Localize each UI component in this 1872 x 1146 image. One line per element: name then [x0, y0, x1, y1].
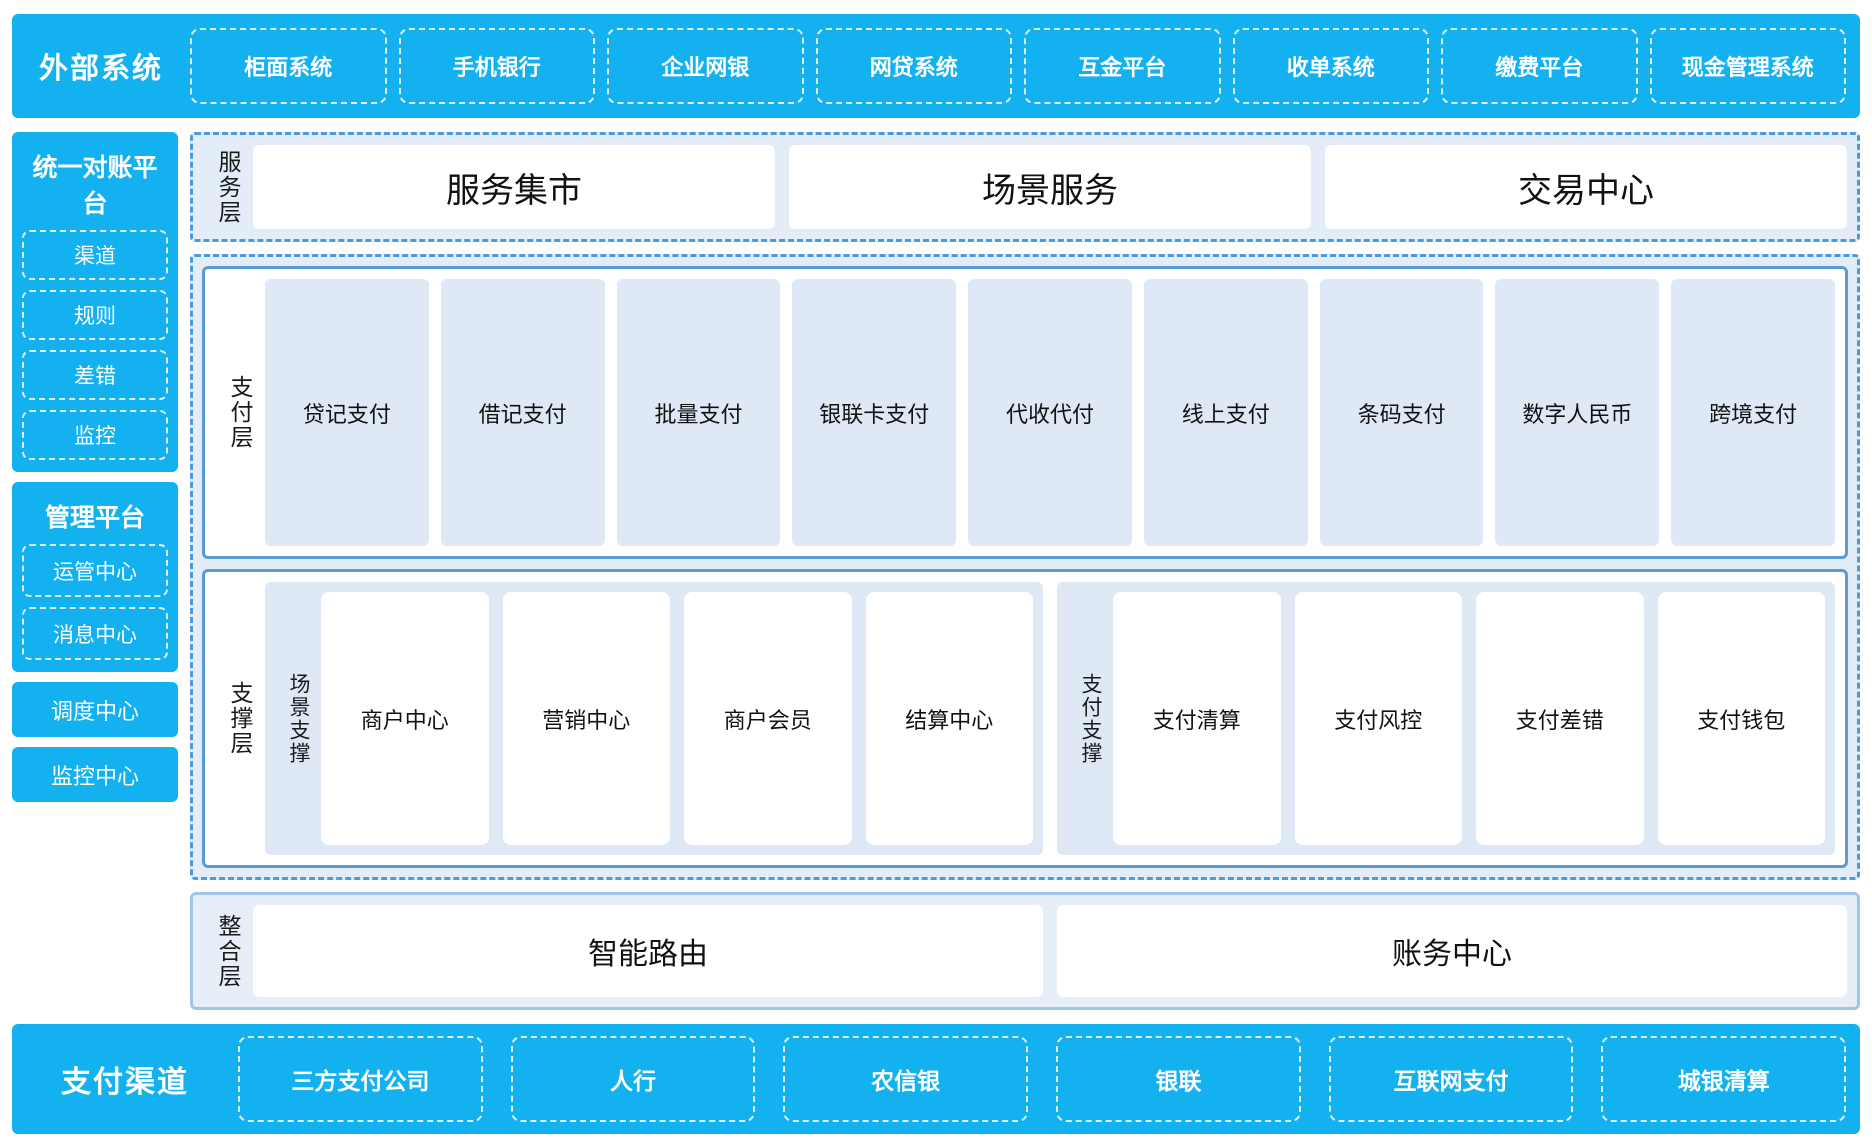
payment-channel-item[interactable]: 农信银 — [783, 1036, 1029, 1122]
left-sidebar: 统一对账平台 渠道 规则 差错 监控 管理平台 运管中心 消息中心 调度中心 监… — [12, 132, 178, 1010]
support-group-scenario-label: 场景支撑 — [287, 672, 310, 765]
external-system-item[interactable]: 企业网银 — [607, 28, 804, 104]
support-layer-label: 支撑层 — [227, 681, 253, 756]
payment-channels-bar: 支付渠道 三方支付公司 人行 农信银 银联 互联网支付 城银清算 — [12, 1024, 1860, 1134]
external-system-item[interactable]: 互金平台 — [1024, 28, 1221, 104]
integration-card-accounting[interactable]: 账务中心 — [1057, 905, 1847, 997]
support-card[interactable]: 支付风控 — [1294, 592, 1462, 845]
payment-card[interactable]: 跨境支付 — [1671, 279, 1836, 546]
payment-card[interactable]: 批量支付 — [616, 279, 781, 546]
support-group-scenario-cards: 商户中心 营销中心 商户会员 结算中心 — [321, 592, 1033, 845]
payment-card[interactable]: 贷记支付 — [265, 279, 429, 546]
external-systems-list: 柜面系统 手机银行 企业网银 网贷系统 互金平台 收单系统 缴费平台 现金管理系… — [190, 28, 1846, 104]
support-card[interactable]: 结算中心 — [865, 592, 1033, 845]
service-card-transaction-center[interactable]: 交易中心 — [1325, 145, 1847, 229]
payment-channels-title: 支付渠道 — [61, 1066, 189, 1099]
sidebar-item-monitoring-center[interactable]: 监控中心 — [12, 747, 178, 802]
payment-card[interactable]: 银联卡支付 — [792, 279, 957, 546]
sidebar-item-monitor[interactable]: 监控 — [22, 410, 168, 460]
payment-card[interactable]: 借记支付 — [440, 279, 605, 546]
service-layer-cards: 服务集市 场景服务 交易中心 — [253, 145, 1847, 229]
integration-layer-label: 整合层 — [215, 913, 241, 989]
sidebar-item-scheduling-center[interactable]: 调度中心 — [12, 682, 178, 737]
payment-channel-item[interactable]: 银联 — [1056, 1036, 1301, 1122]
support-card[interactable]: 商户会员 — [684, 592, 852, 845]
support-card[interactable]: 支付差错 — [1476, 592, 1644, 845]
external-system-item[interactable]: 手机银行 — [398, 28, 595, 104]
integration-card-smart-routing[interactable]: 智能路由 — [253, 905, 1043, 997]
support-group-payment: 支付支撑 支付清算 支付风控 支付差错 支付钱包 — [1057, 582, 1835, 855]
service-card-scenario[interactable]: 场景服务 — [789, 145, 1311, 229]
service-layer-label: 服务层 — [215, 149, 241, 225]
payment-layer-label: 支付层 — [227, 375, 253, 450]
sidebar-item-rule[interactable]: 规则 — [22, 290, 168, 340]
support-card[interactable]: 支付钱包 — [1657, 592, 1825, 845]
external-systems-title: 外部系统 — [38, 53, 163, 85]
integration-layer: 整合层 智能路由 账务中心 — [190, 892, 1860, 1010]
payment-card[interactable]: 代收代付 — [968, 279, 1132, 546]
external-system-item[interactable]: 网贷系统 — [815, 28, 1012, 104]
middle-region: 统一对账平台 渠道 规则 差错 监控 管理平台 运管中心 消息中心 调度中心 监… — [12, 132, 1860, 1010]
external-system-item[interactable]: 缴费平台 — [1441, 28, 1638, 104]
service-card-marketplace[interactable]: 服务集市 — [253, 145, 775, 229]
sidebar-spacer — [12, 812, 178, 1010]
support-card[interactable]: 营销中心 — [502, 592, 670, 845]
support-card[interactable]: 商户中心 — [321, 592, 489, 845]
service-layer: 服务层 服务集市 场景服务 交易中心 — [190, 132, 1860, 242]
payment-channel-item[interactable]: 三方支付公司 — [238, 1036, 483, 1122]
external-system-item[interactable]: 现金管理系统 — [1649, 28, 1846, 104]
reconciliation-platform-title: 统一对账平台 — [32, 154, 158, 218]
external-system-item[interactable]: 收单系统 — [1232, 28, 1429, 104]
integration-layer-cards: 智能路由 账务中心 — [253, 905, 1847, 997]
support-group-payment-cards: 支付清算 支付风控 支付差错 支付钱包 — [1113, 592, 1825, 845]
support-group-scenario: 场景支撑 商户中心 营销中心 商户会员 结算中心 — [265, 582, 1043, 855]
layers-column: 服务层 服务集市 场景服务 交易中心 支付层 贷记支付 借记支付 批量支付 银联… — [190, 132, 1860, 1010]
payment-layer-cards: 贷记支付 借记支付 批量支付 银联卡支付 代收代付 线上支付 条码支付 数字人民… — [265, 279, 1836, 546]
sidebar-item-operations-center[interactable]: 运管中心 — [22, 544, 168, 597]
reconciliation-platform-panel: 统一对账平台 渠道 规则 差错 监控 — [12, 132, 178, 472]
payment-support-group: 支付层 贷记支付 借记支付 批量支付 银联卡支付 代收代付 线上支付 条码支付 … — [190, 254, 1860, 880]
payment-layer: 支付层 贷记支付 借记支付 批量支付 银联卡支付 代收代付 线上支付 条码支付 … — [202, 266, 1848, 559]
support-layer: 支撑层 场景支撑 商户中心 营销中心 商户会员 结算中心 — [202, 569, 1848, 868]
support-layer-groups: 场景支撑 商户中心 营销中心 商户会员 结算中心 支付支撑 支付清算 — [265, 582, 1835, 855]
payment-channel-item[interactable]: 人行 — [510, 1036, 756, 1122]
payment-channels-list: 三方支付公司 人行 农信银 银联 互联网支付 城银清算 — [238, 1036, 1847, 1122]
sidebar-item-error[interactable]: 差错 — [22, 350, 168, 400]
management-platform-title: 管理平台 — [44, 504, 145, 532]
external-system-item[interactable]: 柜面系统 — [190, 28, 387, 104]
management-platform-panel: 管理平台 运管中心 消息中心 — [12, 482, 178, 672]
support-group-payment-label: 支付支撑 — [1079, 672, 1102, 765]
sidebar-item-message-center[interactable]: 消息中心 — [22, 607, 168, 660]
payment-card[interactable]: 条码支付 — [1319, 279, 1484, 546]
payment-channel-item[interactable]: 互联网支付 — [1328, 1036, 1574, 1122]
external-systems-bar: 外部系统 柜面系统 手机银行 企业网银 网贷系统 互金平台 收单系统 缴费平台 … — [12, 14, 1860, 118]
payment-channel-item[interactable]: 城银清算 — [1601, 1036, 1847, 1122]
support-card[interactable]: 支付清算 — [1113, 592, 1281, 845]
payment-card[interactable]: 数字人民币 — [1495, 279, 1660, 546]
sidebar-item-channel[interactable]: 渠道 — [22, 230, 168, 280]
payment-card[interactable]: 线上支付 — [1143, 279, 1308, 546]
